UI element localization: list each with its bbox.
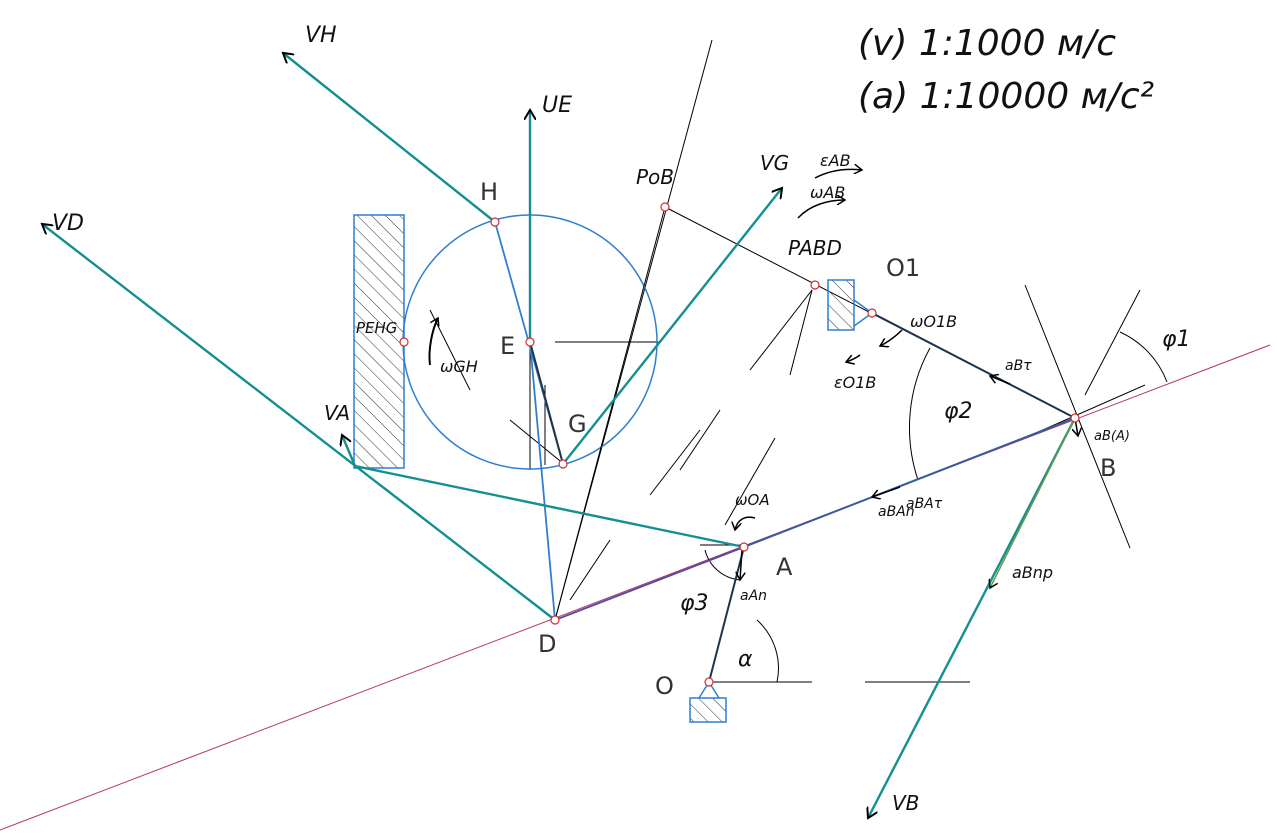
- pole-PoB: [660, 202, 670, 212]
- construction-lines: [429, 39, 1146, 683]
- label-aBA-n: aBAn: [878, 504, 915, 520]
- label-E: E: [500, 332, 515, 360]
- label-G: G: [568, 410, 587, 438]
- joint-D: [550, 615, 560, 625]
- vector-VA: [342, 435, 357, 467]
- vector-VD: [42, 224, 556, 621]
- joint-B: [1070, 413, 1080, 423]
- vector-VB: [868, 417, 1077, 818]
- pole-PEHG: [399, 337, 409, 347]
- label-PoB: PoB: [636, 165, 674, 189]
- mechanism-links: [494, 206, 1076, 683]
- label-VG: VG: [760, 151, 789, 175]
- label-eps-AB: εAB: [820, 151, 851, 170]
- label-VA: VA: [324, 401, 350, 425]
- vector-AD-line: [354, 464, 745, 549]
- label-phi2: φ2: [944, 399, 973, 424]
- label-aB-A: aB(A): [1094, 429, 1130, 444]
- label-VB: VB: [892, 791, 919, 815]
- label-w-O1B: ωO1B: [910, 312, 957, 331]
- pole-PABD: [810, 280, 820, 290]
- label-w-GH: ωGH: [440, 357, 478, 376]
- label-aB-full: aBnp: [1012, 563, 1053, 582]
- label-O1: O1: [886, 254, 920, 282]
- scale-acceleration: (a) 1:10000 м/с²: [858, 76, 1154, 117]
- label-B: B: [1100, 454, 1116, 482]
- acceleration-arrows: [428, 169, 1078, 580]
- support-O: [689, 697, 727, 723]
- velocity-vectors: [42, 53, 1077, 818]
- label-VE: UE: [542, 93, 572, 118]
- label-PEHG: PEHG: [356, 319, 397, 337]
- vector-aB-full: [990, 417, 1076, 588]
- joint-A: [739, 542, 749, 552]
- scale-velocity: (v) 1:1000 м/с: [858, 23, 1116, 64]
- label-D: D: [538, 630, 556, 658]
- label-alpha: α: [738, 647, 753, 672]
- joint-G: [558, 459, 568, 469]
- label-phi3: φ3: [680, 591, 709, 616]
- label-aB-tau: aBτ: [1005, 358, 1032, 374]
- joint-E: [525, 337, 535, 347]
- label-w-OA: ωOA: [735, 491, 770, 509]
- label-eps-O1B: εO1B: [834, 373, 876, 392]
- label-VD: VD: [52, 211, 84, 236]
- joint-O1: [867, 308, 877, 318]
- joint-O: [704, 677, 714, 687]
- axis-line: [0, 344, 1271, 831]
- label-PABD: PABD: [788, 236, 842, 260]
- label-w-AB: ωAB: [810, 183, 845, 202]
- joint-H: [490, 217, 500, 227]
- slider-guide-left: [353, 214, 405, 469]
- label-VH: VH: [305, 23, 337, 48]
- label-O: O: [655, 672, 674, 700]
- joints: [399, 202, 1080, 687]
- vector-VG: [562, 188, 782, 465]
- label-A: A: [776, 553, 793, 581]
- vector-VH: [283, 53, 496, 223]
- label-phi1: φ1: [1162, 327, 1191, 352]
- label-aA: aAn: [740, 588, 767, 604]
- label-H: H: [480, 178, 498, 206]
- label-aBA-tau: aBAτ: [906, 496, 943, 512]
- support-O1: [827, 279, 855, 331]
- angle-arcs: [704, 331, 1168, 683]
